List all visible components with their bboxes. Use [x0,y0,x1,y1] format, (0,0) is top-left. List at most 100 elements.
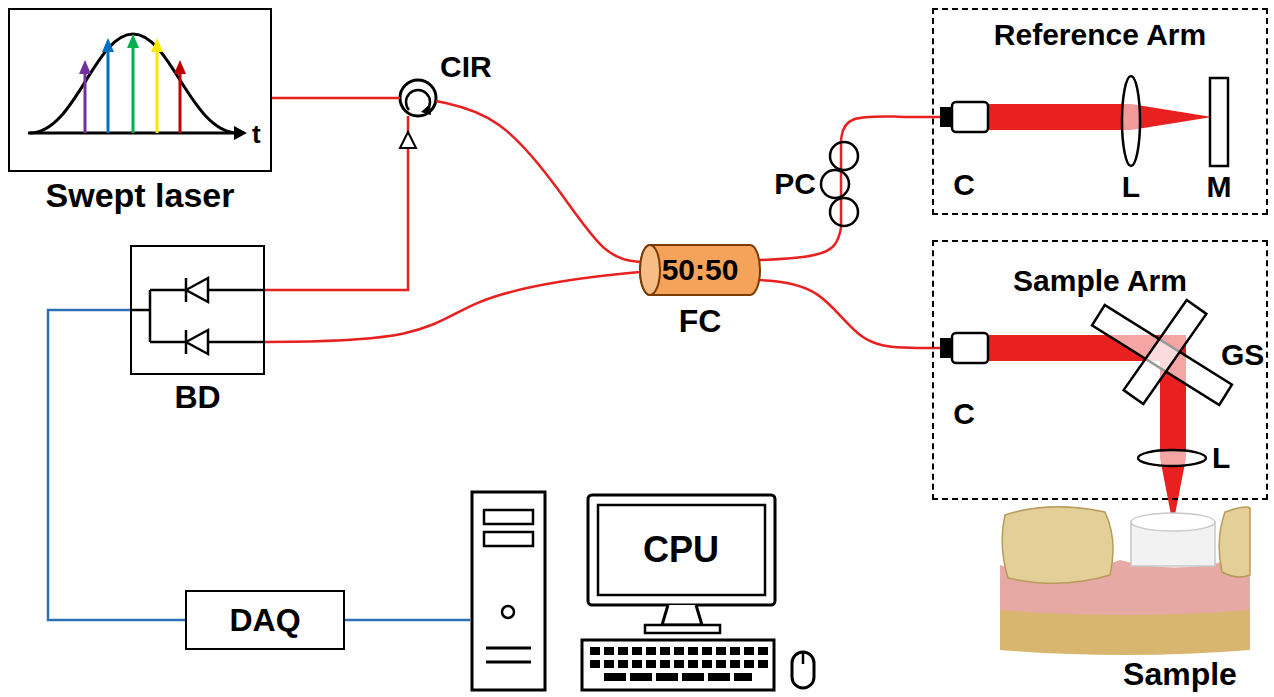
arm-enclosure: C GS L Sample Arm [932,240,1268,500]
dental-model-part [1219,507,1250,577]
computer-icon-part [486,661,531,664]
computer-icon-part [484,510,533,524]
computer-icon-part [484,532,533,546]
computer-icon-part [502,606,514,618]
spectrum-plot-part [127,34,139,48]
reference-optics-part [1210,78,1228,166]
polarization-paddles-part [830,142,858,170]
sample-optics-part [1124,300,1207,404]
component-label: C [953,168,975,203]
component-label: L [1212,441,1230,476]
collimator: C [940,333,988,363]
component-label: FC [679,303,722,340]
optical-fiber [265,116,408,290]
computer-icon-part [486,647,531,650]
computer-icon-part [604,673,752,681]
dental-model [1000,507,1250,655]
component-label: 50:50 [662,253,739,288]
computer-icon-part [792,652,814,688]
component-label: GS [1221,338,1264,373]
computer-icon-part [802,652,805,664]
optical-fiber [760,228,841,260]
component-label: C [953,397,975,432]
circulator-symbol-part [421,104,431,115]
photodiode-symbol-part [130,290,265,342]
polarization-paddles-part [830,198,858,226]
coupler-cylinder-part [640,245,760,295]
reference-optics-part [988,104,1212,130]
spectrum-plot-part [179,72,182,133]
reference-optics-part [952,102,988,132]
spectrum-plot-part [30,34,238,133]
mirror: M [1210,78,1228,166]
photodiode-symbol-part [185,330,188,354]
laser-box: Swept lasert [8,8,272,172]
sample: Sample [1000,505,1250,652]
spectrum-plot-part [102,38,114,52]
fiber-coupler: 50:50FC [640,245,760,295]
optical-fiber [265,272,640,342]
photodiode-symbol-part [186,278,208,302]
spectrum-plot-part [79,60,91,74]
circulator-port-part [400,132,416,148]
reference-optics-part [940,107,952,127]
component-label: Sample [1123,656,1237,693]
lens: L [1122,76,1140,166]
galvo-scanner: GS [1095,305,1218,405]
computer-icon-part [588,495,775,605]
photodiode-symbol-part [185,278,188,302]
reference-optics [940,76,1228,166]
polarization-controller: PC [826,140,856,228]
optical-fiber [272,97,400,100]
component-label: PC [774,167,816,202]
polarization-paddles-part [821,170,849,198]
signal-cable [345,619,470,622]
computer-icon-part [582,640,774,690]
signal-cable [48,310,185,620]
component-label: CIR [440,50,492,85]
component-label: Swept laser [46,176,235,215]
spectrum-plot-part [151,38,163,52]
circulator-symbol-part [406,90,430,110]
spectrum-plot-part [234,126,247,140]
component-label: BD [174,379,220,416]
component-label: t [252,120,261,150]
component-label: CPU [643,529,719,570]
polarization-paddles [821,140,858,228]
spectrum-plot-part [84,72,87,133]
dental-model-part [1002,507,1113,584]
coupler-cylinder [640,245,760,295]
computer-icon-part [645,625,720,633]
polarization-paddles-part [840,140,843,228]
sample-optics-part [952,333,988,363]
optical-fiber [841,116,940,140]
spectrum-plot-part [174,60,186,74]
circulator: CIR [400,80,436,116]
optical-fiber [760,280,940,348]
component-label: M [1207,170,1232,205]
computer-icon-part [662,605,702,625]
detector-box: BD [130,245,265,375]
circulator-symbol [400,80,436,116]
component-label: L [1122,170,1140,205]
computer-icon [472,492,814,690]
sample-optics [940,300,1232,525]
lens: L [1138,450,1206,466]
computer-icon-part [472,492,545,690]
spectrum-plot-part [156,50,159,133]
collimator: C [940,102,988,132]
circulator-symbol-part [400,80,436,116]
arm-title: Sample Arm [1013,264,1187,299]
sample-optics-part [940,338,952,358]
photodiode-symbol-part [186,330,208,354]
spectrum-plot-part [107,50,110,133]
computer-icon-part [590,660,768,668]
reference-optics-part [1122,76,1140,166]
arm-title: Reference Arm [994,18,1206,53]
optical-fiber [436,101,640,262]
photodiode-symbol [130,278,265,354]
